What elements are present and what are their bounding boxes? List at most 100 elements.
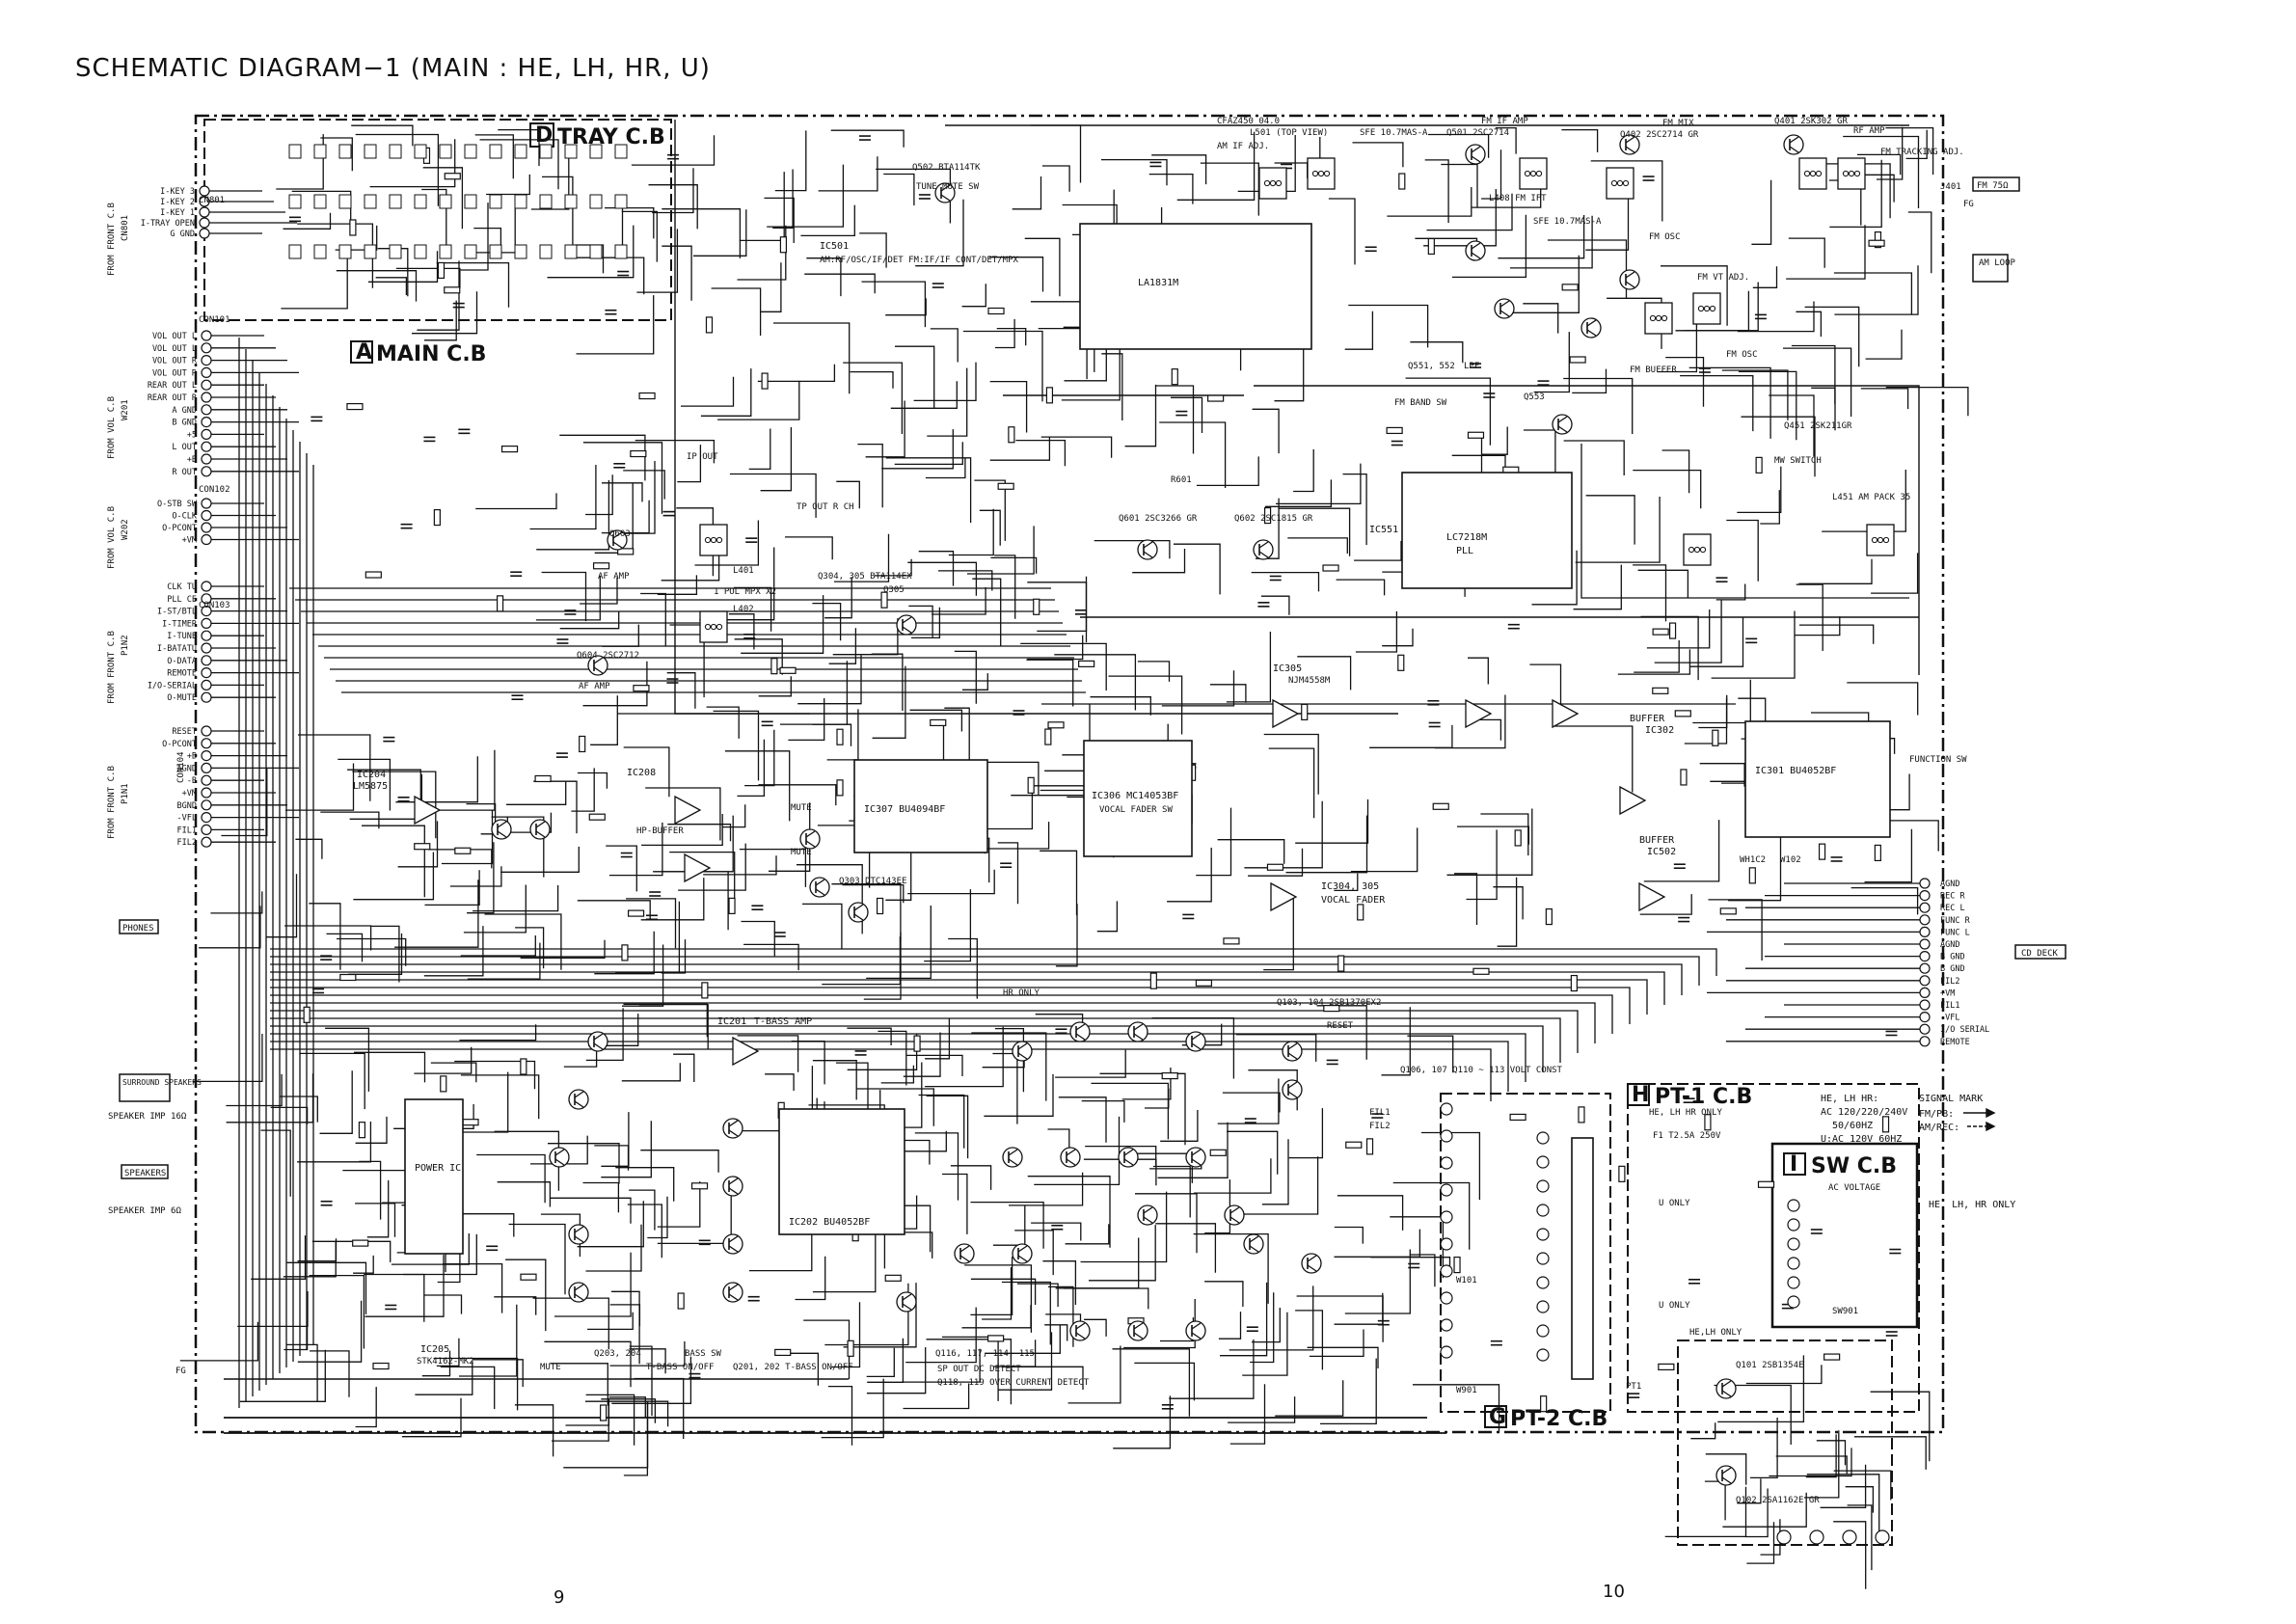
transistor bbox=[1012, 1041, 1033, 1062]
wire bbox=[907, 561, 978, 596]
wire bbox=[713, 710, 760, 781]
wire bbox=[1752, 266, 1778, 288]
resistor bbox=[1263, 506, 1272, 525]
resistor bbox=[1453, 1256, 1461, 1274]
transistor bbox=[1783, 134, 1804, 155]
l451-label: L451 AM PACK 35 bbox=[1832, 493, 1910, 502]
wire bbox=[270, 963, 1683, 995]
pll-label: PLL bbox=[1456, 546, 1473, 556]
wire bbox=[582, 1181, 620, 1213]
resistor bbox=[1674, 710, 1691, 717]
wire bbox=[967, 526, 1035, 575]
sp-out-dc-label: SP OUT DC DETECT bbox=[937, 1365, 1021, 1374]
tray-pin-label: I-TRAY OPEN bbox=[141, 219, 195, 229]
wire bbox=[1123, 1299, 1196, 1349]
ic501-note: AM:RF/OSC/IF/DET FM:IF/IF CONT/DET/MPX bbox=[820, 256, 1018, 265]
wire bbox=[1523, 303, 1559, 334]
wire bbox=[623, 746, 670, 798]
deck-pin-label: FUNC L bbox=[1940, 928, 1970, 937]
wire bbox=[1254, 385, 1920, 675]
deck-pin-label: I/O SERIAL bbox=[1940, 1025, 1989, 1035]
wire bbox=[1715, 583, 1746, 601]
front2-pin-circle bbox=[201, 836, 212, 848]
wire bbox=[1134, 1362, 1196, 1401]
wire bbox=[856, 1088, 934, 1126]
resistor bbox=[1668, 622, 1677, 639]
wire bbox=[1108, 675, 1183, 735]
wire bbox=[739, 848, 807, 887]
tray-switch bbox=[514, 194, 527, 209]
wire bbox=[1027, 635, 1084, 661]
wire bbox=[677, 445, 702, 483]
resistor bbox=[770, 658, 778, 675]
wire bbox=[974, 479, 1006, 541]
coil-winding bbox=[1803, 170, 1811, 177]
transistor bbox=[1715, 1465, 1737, 1486]
wire bbox=[494, 1130, 560, 1191]
wh1c2-label: WH1C2 bbox=[1740, 855, 1766, 865]
wire bbox=[1337, 1195, 1404, 1231]
transistor bbox=[568, 1224, 589, 1245]
resistor bbox=[1755, 456, 1763, 474]
wire bbox=[423, 926, 484, 977]
wire bbox=[226, 1073, 283, 1107]
wire bbox=[1260, 595, 1290, 615]
ic306-label: IC306 MC14053BF bbox=[1092, 791, 1178, 801]
pt2-pin bbox=[1536, 1155, 1550, 1169]
wire bbox=[1244, 800, 1323, 869]
wire bbox=[1089, 1225, 1156, 1282]
wire bbox=[822, 936, 902, 986]
w101-pin bbox=[1440, 1291, 1453, 1305]
wire bbox=[472, 1359, 524, 1388]
transistor-emitter bbox=[1123, 1158, 1134, 1166]
fm-tracking-label: FM TRACKING ADJ. bbox=[1880, 148, 1964, 157]
w101-pin bbox=[1440, 1102, 1453, 1116]
vol-pin-label: REAR OUT R bbox=[148, 393, 198, 403]
wire bbox=[1783, 347, 1852, 418]
wire bbox=[1407, 1035, 1454, 1073]
wire bbox=[1081, 1099, 1125, 1123]
wire bbox=[1728, 833, 1782, 902]
wire bbox=[1350, 827, 1418, 873]
buffer-label-2: BUFFER bbox=[1639, 835, 1675, 846]
wire bbox=[964, 1264, 1033, 1333]
wire bbox=[1746, 1522, 1775, 1564]
transistor-collector bbox=[1307, 1255, 1317, 1262]
resistor bbox=[1704, 1114, 1712, 1131]
page-number-right: 10 bbox=[1603, 1582, 1625, 1602]
deck-pin-label: -VFL bbox=[1940, 1014, 1959, 1023]
transistor-emitter bbox=[1143, 551, 1153, 558]
front1-connector-name: P1N2 bbox=[121, 635, 130, 656]
resistor bbox=[444, 286, 461, 294]
vol2-pin-label: O-STB SW bbox=[157, 500, 198, 509]
wire bbox=[1711, 610, 1796, 679]
wire bbox=[571, 768, 595, 812]
wire bbox=[717, 380, 800, 420]
wire bbox=[661, 939, 687, 974]
resistor bbox=[627, 909, 645, 917]
wire bbox=[351, 124, 414, 147]
he-lh-hr-only-label: HE, LH HR ONLY bbox=[1649, 1108, 1722, 1118]
wire bbox=[662, 245, 692, 301]
wire bbox=[1252, 408, 1280, 454]
wire bbox=[1252, 1308, 1281, 1343]
transistor-collector bbox=[574, 1284, 584, 1291]
surround-label: SURROUND SPEAKERS bbox=[122, 1078, 202, 1087]
resistor bbox=[1047, 721, 1065, 729]
wire bbox=[1229, 1286, 1314, 1351]
wire bbox=[1811, 387, 1836, 431]
ic502-label: IC502 bbox=[1647, 847, 1676, 857]
wire bbox=[706, 706, 740, 739]
tray-switch bbox=[464, 244, 477, 259]
wire bbox=[1804, 306, 1860, 367]
resistor bbox=[454, 847, 472, 854]
wire bbox=[866, 1347, 895, 1378]
wire bbox=[199, 906, 261, 949]
wire bbox=[608, 822, 663, 877]
wire bbox=[989, 380, 1028, 433]
wire bbox=[1775, 1455, 1848, 1475]
w101-label: W101 bbox=[1456, 1276, 1477, 1286]
coil-winding bbox=[1655, 314, 1662, 322]
wire bbox=[1907, 211, 1932, 274]
